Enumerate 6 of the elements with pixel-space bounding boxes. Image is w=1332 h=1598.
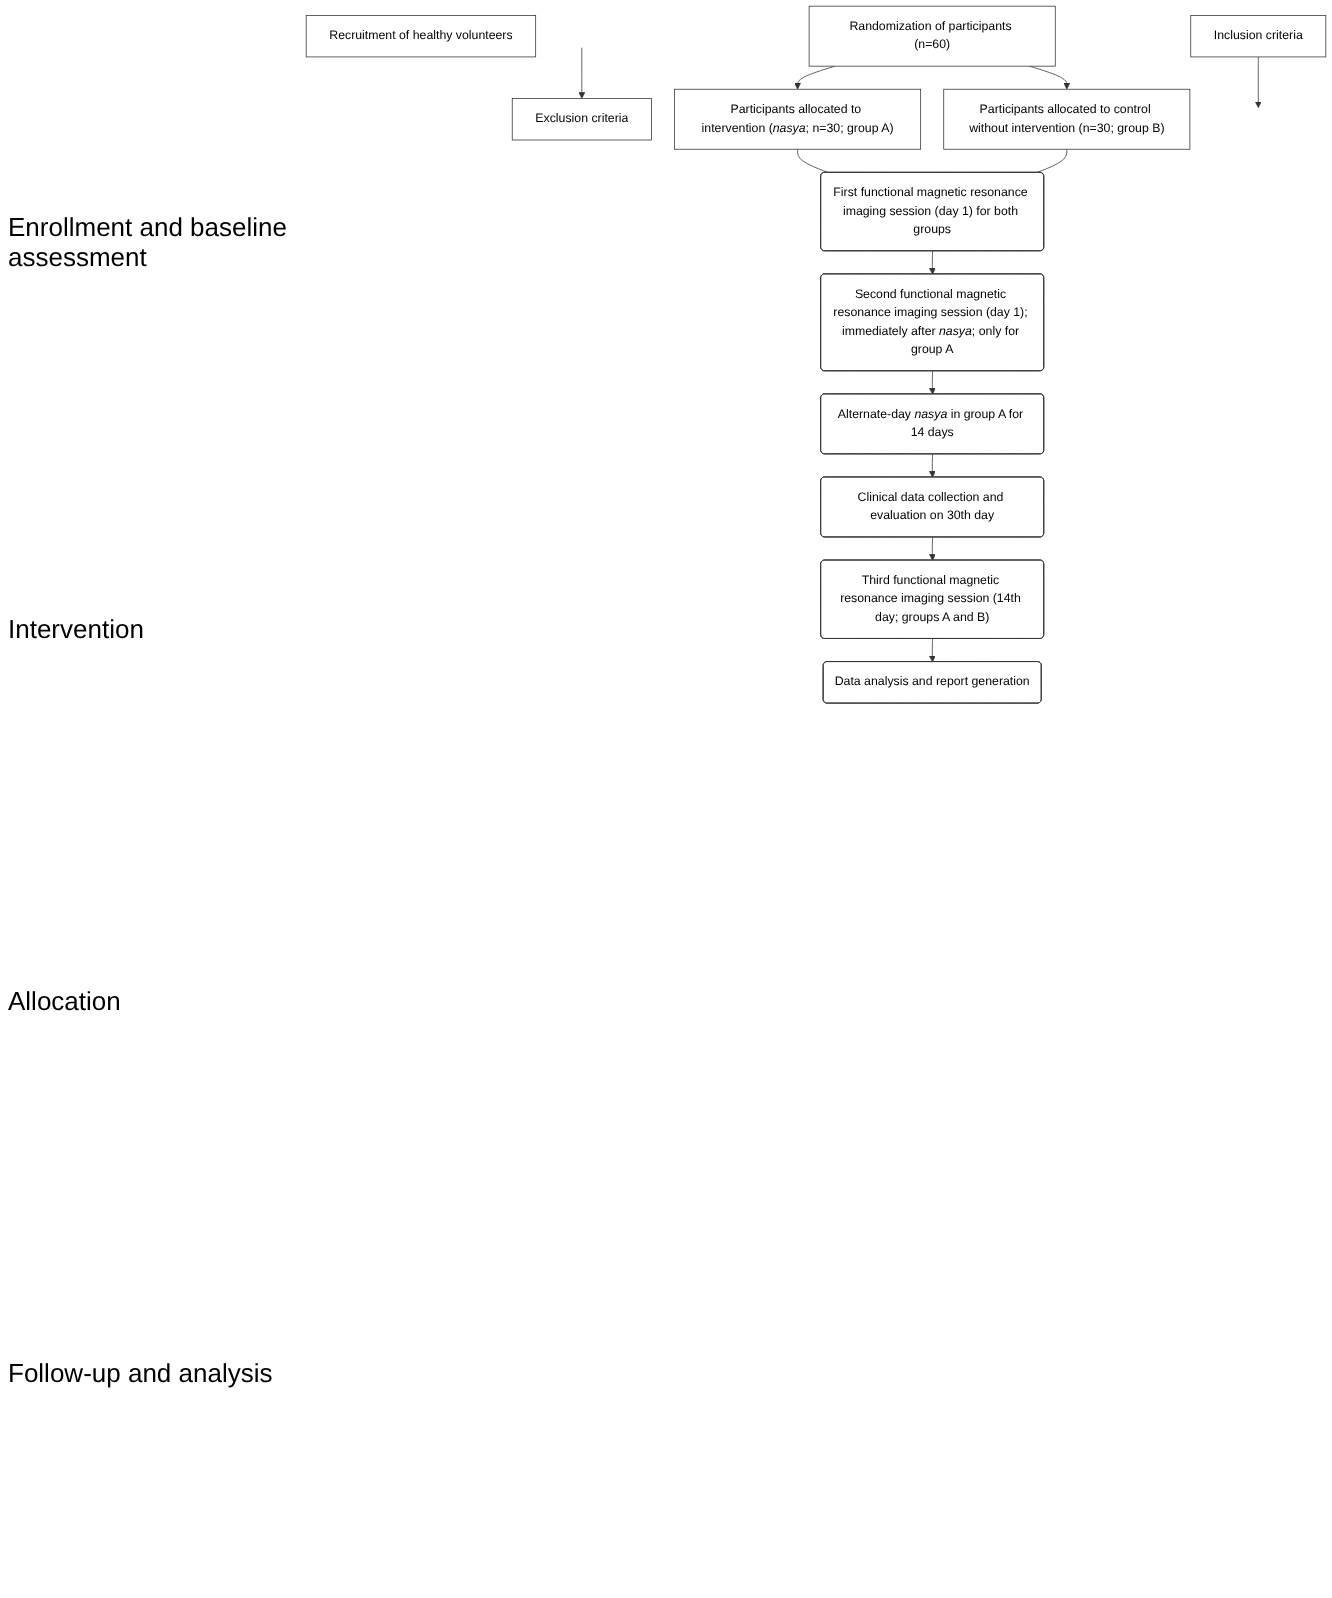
section-label: Allocation xyxy=(8,985,123,1015)
connector xyxy=(1036,148,1068,174)
section-label: Follow-up and analysis xyxy=(8,1357,275,1387)
section-label: Enrollment and baseline assessment xyxy=(8,211,289,271)
section-label: Intervention xyxy=(8,613,146,643)
connector xyxy=(797,148,829,174)
